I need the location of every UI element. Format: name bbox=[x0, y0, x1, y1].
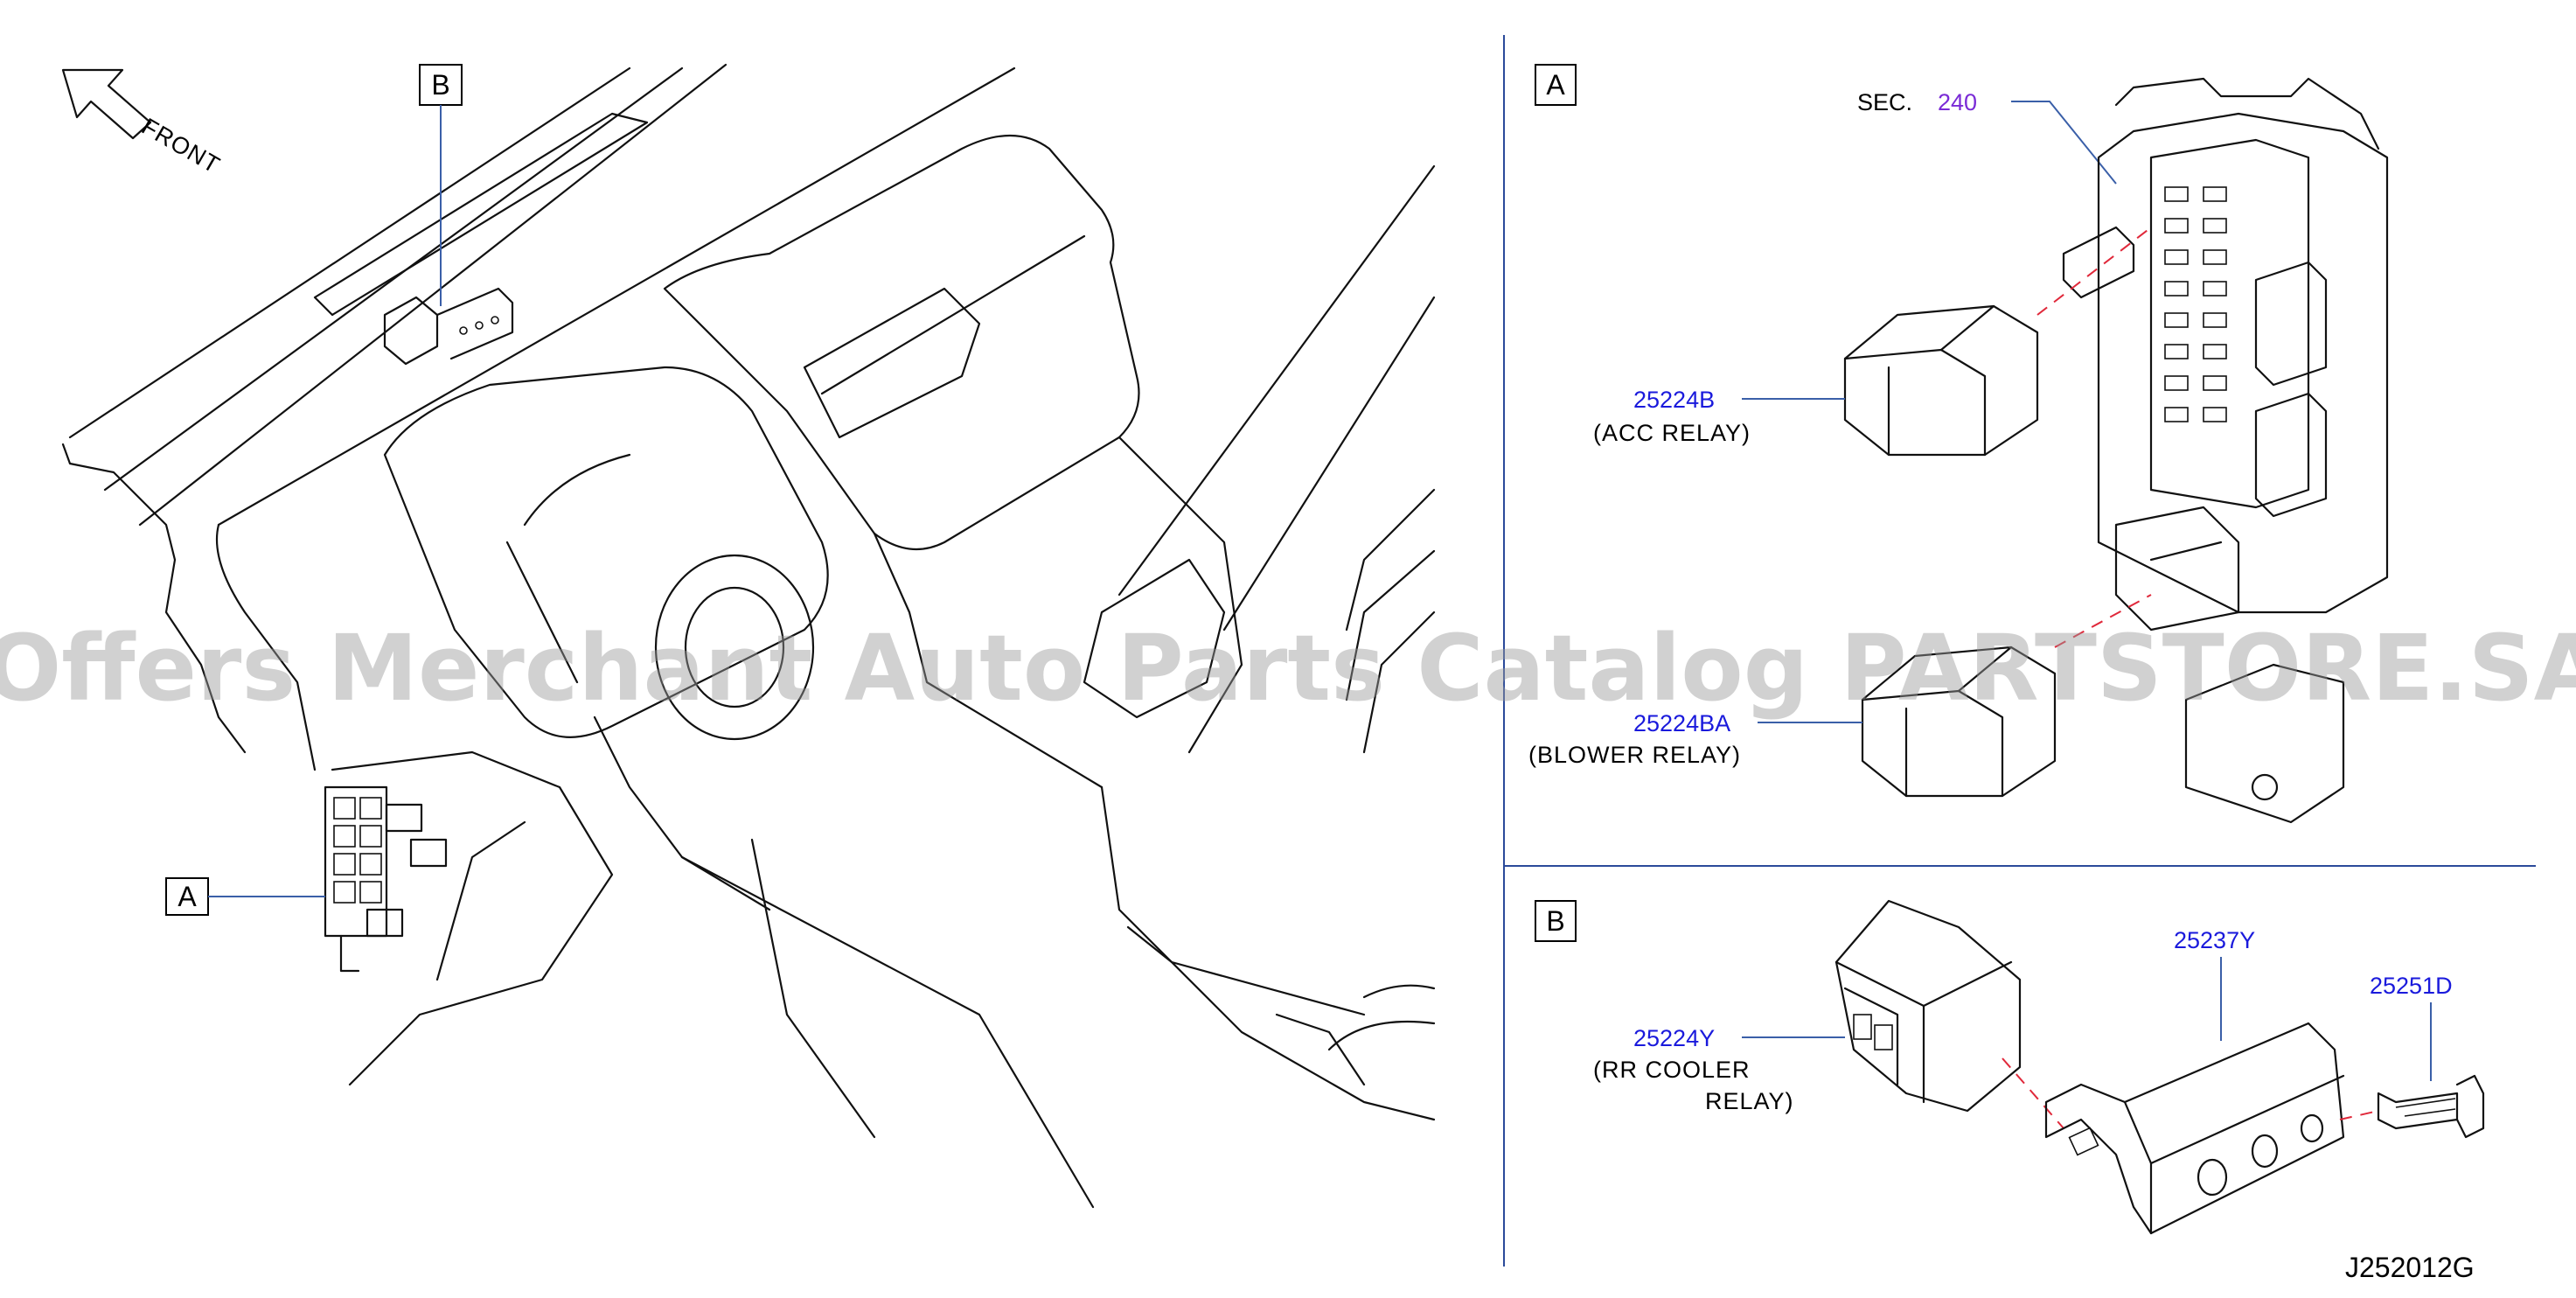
fuse-relay-block bbox=[2062, 77, 2389, 824]
part-25224y-desc-line2: RELAY) bbox=[1705, 1088, 1794, 1114]
part-25224y-number: 25224Y bbox=[1633, 1025, 1715, 1051]
part-25224ba-number: 25224BA bbox=[1633, 710, 1730, 736]
dashboard-overview-drawing: FRONT bbox=[61, 63, 1436, 1209]
fuse-block-location-a bbox=[324, 785, 448, 973]
view-b-box bbox=[1535, 900, 1577, 942]
view-b-panel: B 25224Y (RR COOLER RELAY) 25237Y bbox=[1535, 899, 2485, 1283]
sec-prefix: SEC. bbox=[1857, 89, 1912, 115]
view-a-panel: A SEC. 240 bbox=[1528, 64, 2389, 824]
callout-b-label: B bbox=[431, 69, 449, 101]
part-25224b-number: 25224B bbox=[1633, 387, 1715, 413]
sec-number: 240 bbox=[1938, 89, 1977, 115]
view-a-box bbox=[1535, 64, 1577, 106]
relay-25224y bbox=[1835, 899, 2022, 1113]
part-25237y-number: 25237Y bbox=[2174, 927, 2255, 953]
callout-b-box bbox=[419, 64, 463, 106]
watermark-text: Offers Merchant Auto Parts Catalog PARTS… bbox=[0, 615, 2576, 722]
bolt-25251d bbox=[2377, 1074, 2485, 1139]
part-25251d-number: 25251D bbox=[2370, 973, 2453, 999]
callout-a-label: A bbox=[178, 881, 197, 912]
part-25224b-desc: (ACC RELAY) bbox=[1593, 420, 1751, 446]
diagram-code: J252012G bbox=[2345, 1252, 2475, 1283]
relay-25224ba bbox=[1861, 646, 2057, 798]
front-label: FRONT bbox=[137, 113, 225, 178]
part-25224ba-desc: (BLOWER RELAY) bbox=[1528, 742, 1741, 768]
view-b-label: B bbox=[1546, 905, 1564, 937]
view-a-label: A bbox=[1546, 69, 1565, 101]
front-arrow-icon bbox=[61, 68, 152, 140]
part-25224y-desc-line1: (RR COOLER bbox=[1593, 1057, 1751, 1083]
relay-25224b bbox=[1843, 304, 2039, 457]
relay-location-b bbox=[383, 287, 514, 366]
bracket-25237y bbox=[2044, 1022, 2345, 1235]
